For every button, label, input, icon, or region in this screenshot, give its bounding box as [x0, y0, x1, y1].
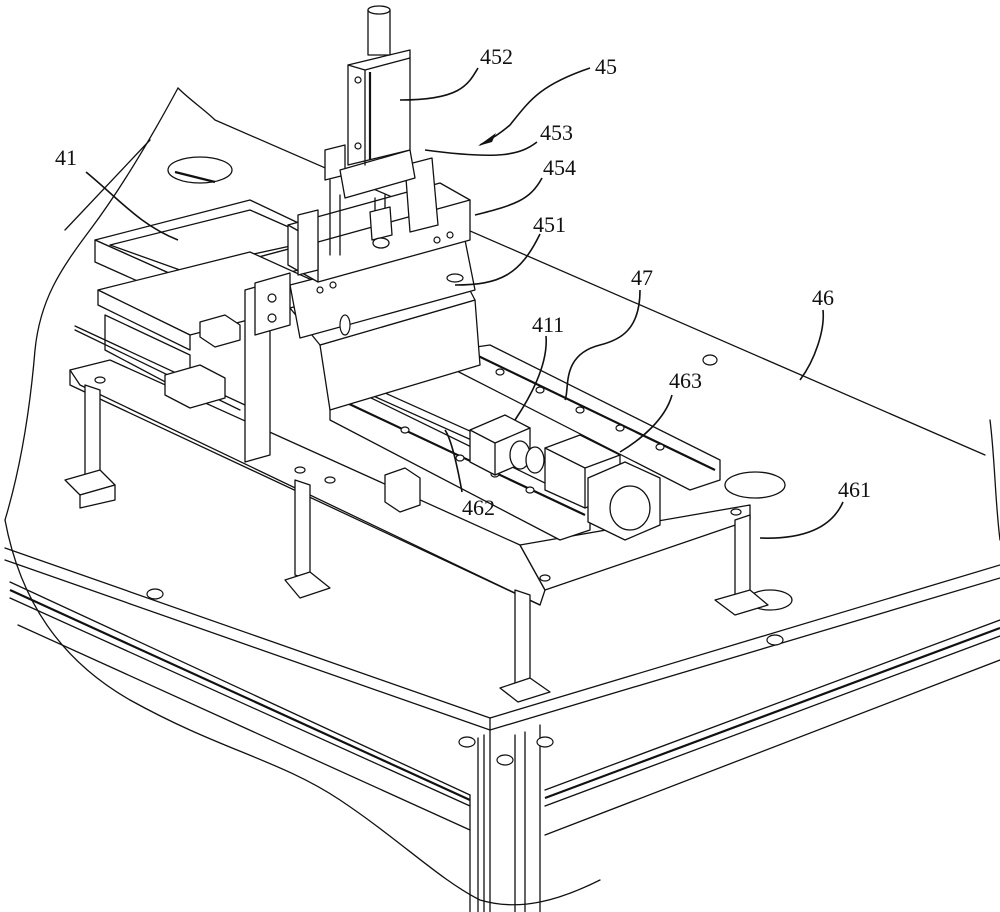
label-453: 453: [540, 120, 573, 145]
label-451: 451: [533, 212, 566, 237]
leader-lines: [64, 67, 844, 539]
label-462: 462: [462, 495, 495, 520]
frame: [64, 359, 769, 703]
label-47: 47: [631, 265, 653, 290]
drive-unit: [469, 414, 661, 541]
label-452: 452: [480, 44, 513, 69]
label-46: 46: [812, 285, 834, 310]
callout-labels: 452 45 453 454 41 451 47 411 463 46 462 …: [55, 44, 871, 520]
label-461: 461: [838, 477, 871, 502]
label-45: 45: [595, 54, 617, 79]
linear-stage: [329, 344, 721, 541]
press-mechanism: [244, 5, 481, 463]
arrow-head-icon: [478, 133, 496, 146]
base-table: [4, 87, 1000, 912]
label-454: 454: [543, 155, 576, 180]
label-411: 411: [532, 312, 564, 337]
label-463: 463: [669, 368, 702, 393]
label-41: 41: [55, 145, 77, 170]
